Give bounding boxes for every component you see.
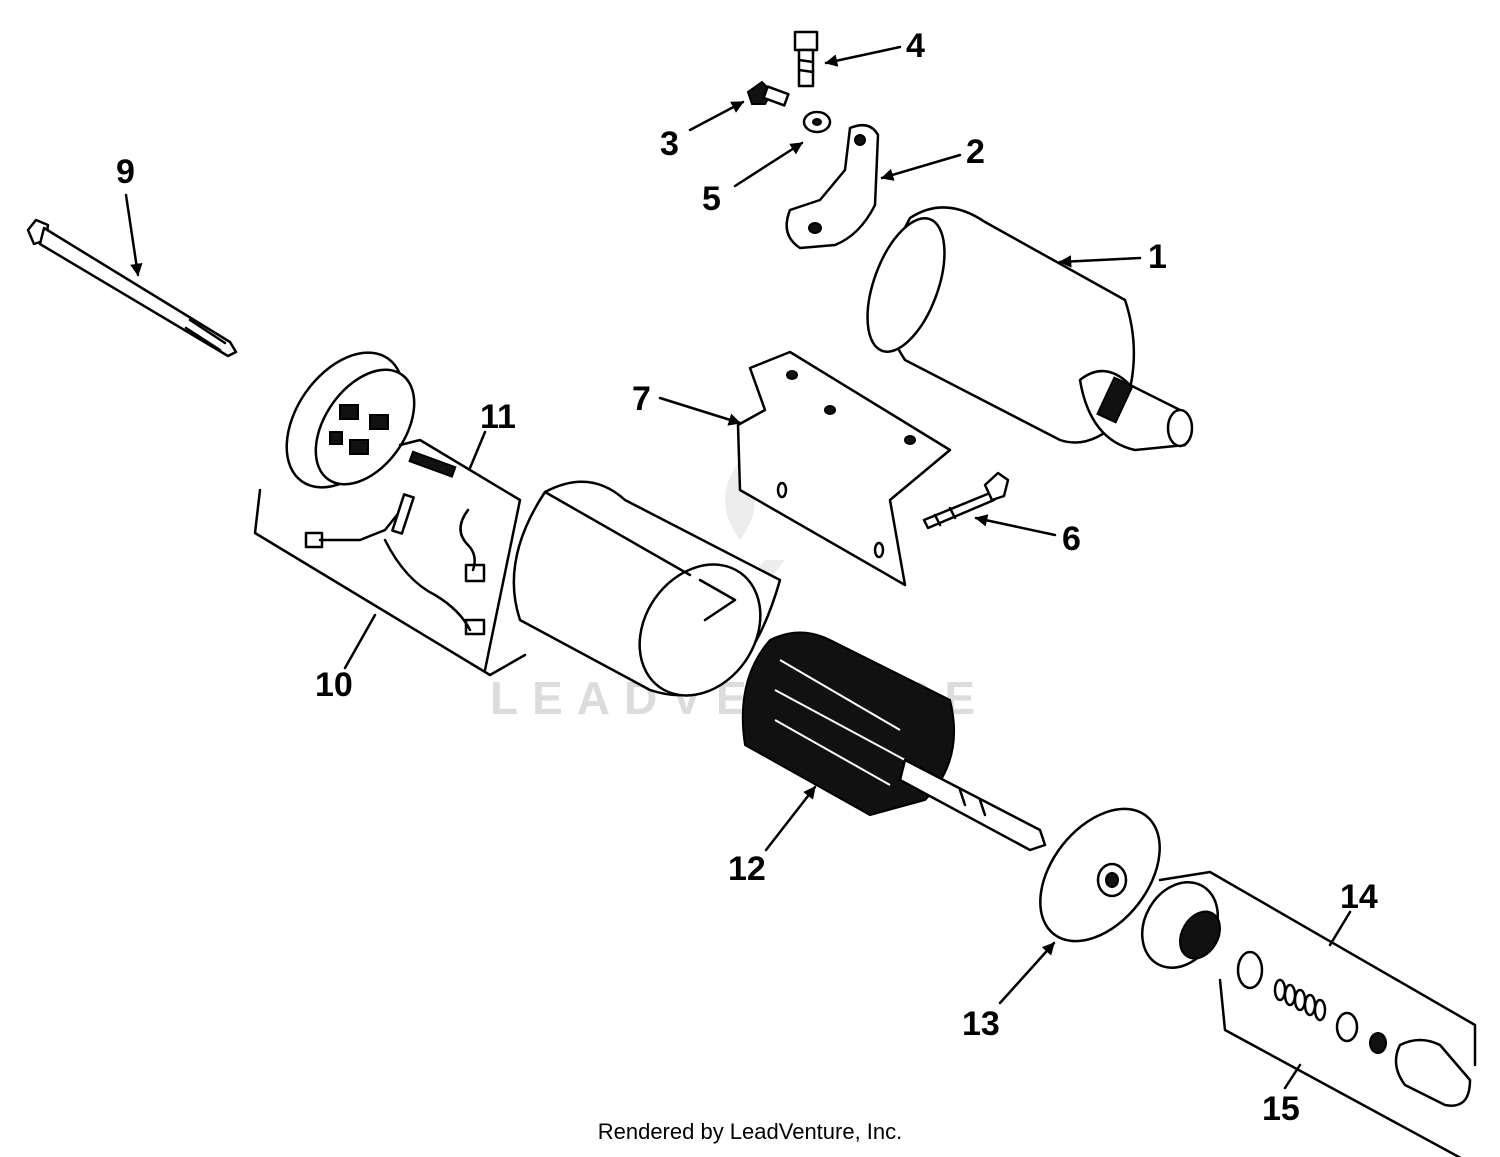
label-part-9: 9 — [116, 153, 135, 191]
part-11-brush-kit — [253, 438, 527, 677]
part-2-bracket-plate — [785, 123, 880, 250]
label-part-7: 7 — [632, 380, 651, 418]
part-labels: 4 3 5 2 1 9 7 11 6 10 12 13 14 15 — [116, 27, 1378, 1128]
label-part-14: 14 — [1340, 878, 1378, 916]
label-part-6: 6 — [1062, 520, 1081, 558]
leader-11 — [468, 430, 487, 470]
arrow-13 — [998, 941, 1056, 1005]
part-14-drive-kit — [1158, 870, 1477, 1157]
part-12-armature — [741, 631, 1047, 852]
label-part-5: 5 — [702, 180, 721, 218]
leader-14 — [1328, 910, 1352, 947]
label-part-10: 10 — [315, 666, 353, 704]
render-credit: Rendered by LeadVenture, Inc. — [597, 1119, 903, 1144]
housing-tube — [512, 480, 782, 697]
part-10-end-cap — [285, 351, 416, 489]
label-part-11: 11 — [480, 398, 516, 436]
label-part-4: 4 — [906, 27, 925, 65]
label-part-13: 13 — [962, 1005, 1000, 1043]
part-7-mounting-bracket — [736, 350, 952, 587]
arrow-6 — [974, 514, 1057, 537]
label-part-3: 3 — [660, 125, 679, 163]
arrow-2 — [880, 153, 962, 181]
spring-icon — [1273, 978, 1327, 1022]
part-4-bolt — [793, 30, 819, 88]
part-5-washer — [802, 110, 832, 134]
part-13-end-plate — [1039, 807, 1161, 943]
arrow-1 — [1058, 255, 1142, 268]
arrow-9 — [124, 193, 143, 277]
label-part-12: 12 — [728, 850, 766, 888]
leader-arrows — [124, 45, 1352, 1090]
leader-15 — [1283, 1063, 1302, 1090]
part-9-through-bolt — [26, 218, 238, 358]
label-part-1: 1 — [1148, 238, 1167, 276]
part-1-starter-motor — [866, 206, 1194, 452]
part-15-drive-components — [1141, 881, 1472, 1107]
arrow-3 — [688, 100, 745, 132]
arrow-4 — [824, 45, 902, 67]
arrow-5 — [733, 141, 804, 188]
label-part-2: 2 — [966, 133, 985, 171]
arrow-7 — [658, 396, 742, 426]
part-3-screw — [746, 80, 790, 107]
label-part-15: 15 — [1262, 1090, 1300, 1128]
arrow-12 — [764, 785, 817, 852]
leader-10 — [343, 613, 377, 670]
part-6-bolt — [922, 471, 1010, 530]
